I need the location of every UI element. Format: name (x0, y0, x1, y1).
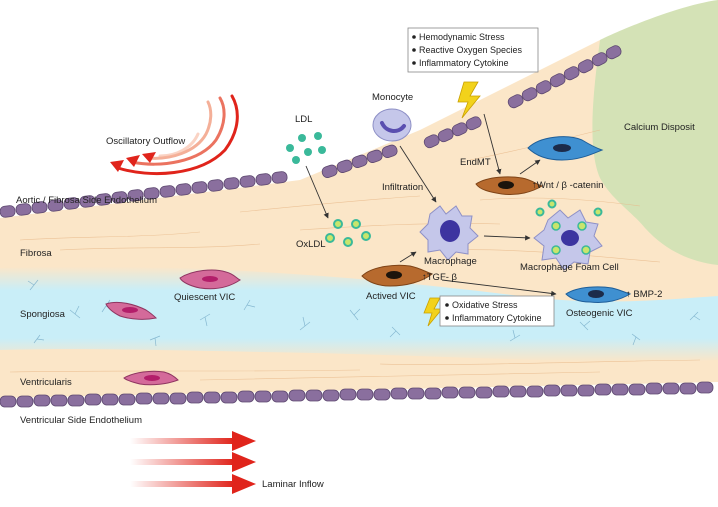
actived-vic-label: Actived VIC (366, 291, 416, 302)
calcium-deposit (592, 0, 718, 265)
ventricular-endothelium-label: Ventricular Side Endothelium (20, 415, 142, 426)
spongiosa-label: Spongiosa (20, 309, 66, 320)
oscillatory-flow-arrows (116, 94, 239, 176)
spongiosa-layer (0, 266, 718, 362)
oscillatory-arrowheads (110, 152, 156, 172)
stress-item: Reactive Oxygen Species (419, 45, 523, 55)
bmp-label: ↑ BMP-2 (626, 289, 662, 300)
stress-item: Hemodynamic Stress (419, 32, 505, 42)
actived-vic-cell (361, 264, 434, 287)
oscillatory-outflow-label: Oscillatory Outflow (106, 136, 185, 147)
endmt-label: EndMT (460, 157, 491, 168)
endmt-cell-top (527, 136, 604, 161)
lightning-icon (457, 81, 481, 119)
calcium-deposit-label: Calcium Disposit (624, 122, 695, 133)
lightning-icon-small (423, 297, 443, 327)
oxidative-item: Inflammatory Cytokine (452, 313, 542, 323)
monocyte-cell (372, 108, 412, 142)
tgf-label: ↑TGF- β (422, 272, 458, 283)
laminar-inflow-arrows (130, 431, 256, 494)
wnt-label: ↑Wnt / β -catenin (532, 180, 603, 191)
oxidative-factors-box: Oxidative Stress Inflammatory Cytokine (439, 295, 555, 327)
infiltration-label: Infiltration (382, 182, 423, 193)
osteogenic-vic-cell (565, 286, 632, 303)
endmt-cell-bottom (475, 176, 544, 195)
monocyte-label: Monocyte (372, 92, 413, 103)
quiescent-vic-cells (105, 269, 241, 386)
quiescent-vic-label: Quiescent VIC (174, 292, 235, 303)
collagen-fibers (9, 129, 701, 381)
fibrosa-label: Fibrosa (20, 248, 52, 259)
foam-cell (533, 209, 603, 271)
macrophage-cell (419, 205, 479, 261)
aortic-endothelium-cells (0, 45, 622, 218)
osteogenic-vic-label: Osteogenic VIC (566, 308, 633, 319)
ventricularis-label: Ventricularis (20, 377, 72, 388)
ventricular-endothelium-cells (0, 381, 714, 408)
stress-item: Inflammatory Cytokine (419, 58, 509, 68)
ldl-label: LDL (295, 114, 312, 125)
oxidative-item: Oxidative Stress (452, 300, 518, 310)
pathway-arrows (305, 113, 557, 297)
aortic-endothelium-label: Aortic / Fibrosa Side Endothelium (16, 195, 157, 206)
ldl-particles (286, 132, 326, 164)
macrophage-label: Macrophage (424, 256, 477, 267)
stress-factors-box: Hemodynamic Stress Reactive Oxygen Speci… (407, 27, 539, 73)
laminar-inflow-label: Laminar Inflow (262, 479, 324, 490)
oxldl-label: OxLDL (296, 239, 326, 250)
foam-cell-label: Macrophage Foam Cell (520, 262, 619, 273)
